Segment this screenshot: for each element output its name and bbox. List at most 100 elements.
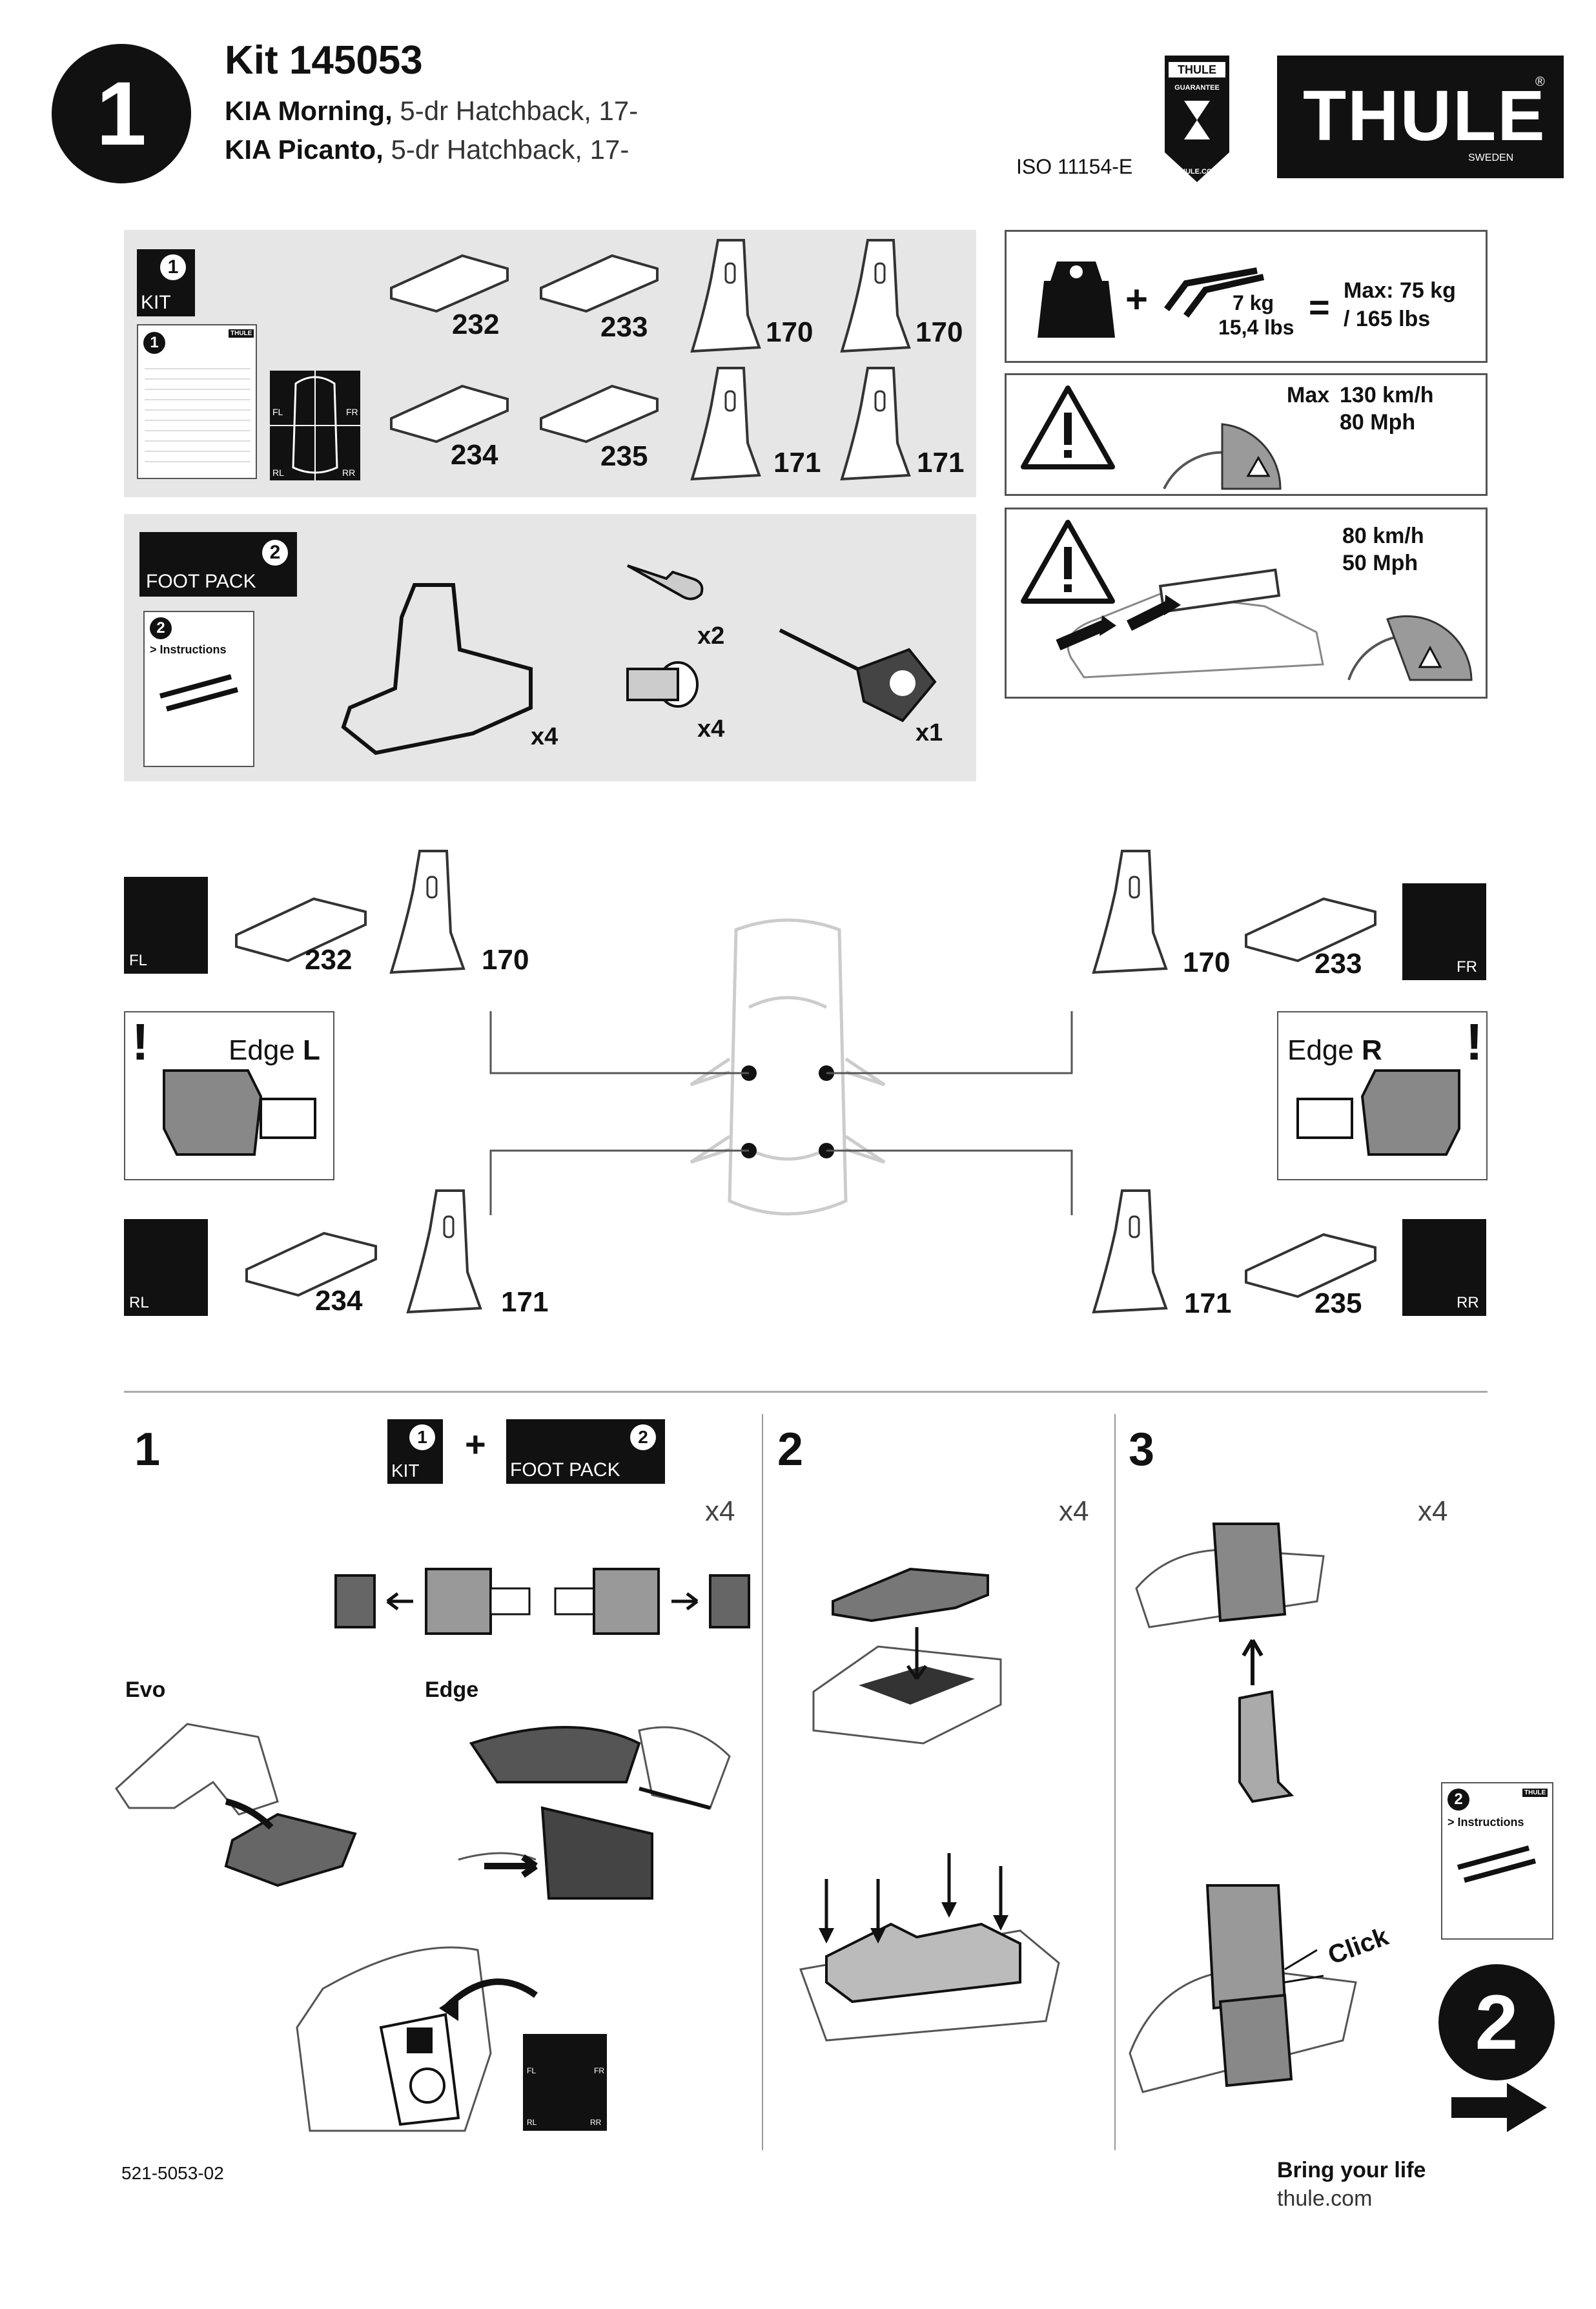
kit-box: 1 KIT (387, 1419, 443, 1484)
edge-side: R (1362, 1034, 1382, 1066)
roof-bars-icon (1164, 267, 1265, 318)
edge-cap-illustration (458, 1726, 731, 1900)
roof-bars-icon (159, 674, 239, 712)
edge-left-label: Edge L (229, 1034, 320, 1067)
lock-qty: x4 (697, 715, 725, 743)
plus-sign: + (465, 1424, 486, 1464)
speedometer-icon (1347, 615, 1473, 681)
pos-label-rr: RR (342, 467, 356, 478)
kit-box-number: 1 (160, 254, 186, 280)
edge-side: L (303, 1034, 320, 1066)
guarantee-label: GUARANTEE (1174, 84, 1220, 92)
car-top-view-icon (270, 371, 360, 480)
website[interactable]: thule.com (1277, 2186, 1373, 2211)
pos-label-fr: FR (346, 407, 358, 417)
pad-233-icon (1245, 897, 1376, 963)
loaded-speed-kmh: 80 km/h (1342, 524, 1424, 548)
vehicle-model: KIA Picanto, (225, 134, 384, 165)
thule-logo-wordmark: THULE (1303, 76, 1546, 156)
step-badge: 1 (52, 44, 191, 183)
thule-logo-sub: SWEDEN (1468, 152, 1514, 163)
pad-232-icon (235, 897, 367, 963)
kit-position-diagram: FL FR RL RR (270, 371, 360, 480)
edge-right-label: Edge R (1287, 1034, 1382, 1067)
foot-171-number: 171 (1184, 1288, 1232, 1319)
pad-235-icon (1245, 1233, 1376, 1298)
car-with-load-icon (1056, 568, 1324, 679)
roof-bars-icon (1457, 1845, 1537, 1883)
step-2-number: 2 (777, 1424, 804, 1475)
foot-outline-icon (341, 583, 533, 755)
foot-171-icon (840, 367, 911, 481)
position-fr-badge: FR (1402, 883, 1486, 980)
max-load: Max: 75 kg (1344, 278, 1456, 303)
doc-title: > Instructions (150, 643, 227, 656)
next-step-number: 2 (1475, 1979, 1519, 2066)
position-label: RL (129, 1294, 149, 1311)
doc-illustration (145, 362, 251, 471)
doc-title: > Instructions (1448, 1816, 1524, 1829)
pos-label-rr: RR (590, 2118, 602, 2127)
load-capacity-box: + 7 kg 15,4 lbs = Max: 75 kg / 165 lbs (1005, 230, 1488, 363)
quantity-label: x4 (705, 1495, 735, 1527)
foot-170-number: 170 (1183, 947, 1231, 978)
next-page-arrow-icon[interactable] (1449, 2080, 1550, 2135)
pad-insertion-illustration (812, 1567, 1002, 1745)
doc-number-badge: 1 (143, 332, 165, 354)
position-rl-badge: RL (124, 1219, 208, 1316)
guarantee-brand: THULE (1178, 63, 1216, 76)
edge-left-box: ! Edge L (124, 1011, 334, 1180)
position-rr-badge: RR (1402, 1219, 1486, 1316)
vehicle-model: KIA Morning, (225, 96, 393, 126)
foot-pack-box: 2 FOOT PACK (506, 1419, 665, 1484)
pad-232-icon (390, 254, 509, 313)
weight-icon (1038, 262, 1115, 338)
guarantee-site: THULE.COM (1176, 168, 1218, 176)
speed-prefix: Max (1287, 383, 1330, 407)
vehicle-body: 5-dr Hatchback, 17- (392, 96, 639, 126)
speedometer-icon (1163, 423, 1282, 490)
pos-label-rl: RL (272, 467, 284, 478)
pad-235-icon (540, 384, 659, 444)
foot-170-number: 170 (916, 316, 963, 348)
kit-box-label: KIT (391, 1461, 420, 1481)
pos-label-fl: FL (527, 2066, 537, 2075)
foot-170-number: 170 (482, 944, 529, 976)
lock-cylinder-icon (626, 661, 699, 708)
bar-weight: 7 kg (1233, 291, 1274, 314)
foot-171-number: 171 (501, 1286, 549, 1318)
pad-234-number: 234 (315, 1285, 363, 1317)
bar-weight-lbs: 15,4 lbs (1218, 316, 1294, 339)
step-divider (762, 1414, 763, 2150)
foot-qty: x4 (531, 723, 558, 750)
kit-instructions-doc: 1 THULE (137, 324, 257, 479)
doc-brand: THULE (1522, 1789, 1548, 1797)
foot-171-icon (406, 1189, 482, 1314)
foot-171-number: 171 (773, 447, 821, 478)
pos-label-fl: FL (272, 407, 283, 417)
quantity-label: x4 (1418, 1495, 1448, 1527)
warning-icon (1021, 520, 1115, 604)
pad-seating-illustration (799, 1853, 1060, 2042)
kit-contents-panel: 1 KIT 1 THULE FL FR RL RR 232 233 234 23… (124, 230, 976, 497)
tagline: Bring your life (1277, 2158, 1426, 2182)
load-plus: + (1125, 278, 1149, 321)
label-position-diagram: FL FR RL RR (523, 2034, 607, 2131)
pos-label-fr: FR (594, 2066, 604, 2075)
foot-pack-box: 2 FOOT PACK (139, 532, 297, 597)
foot-click-illustration (1129, 1884, 1357, 2093)
foot-170-icon (840, 239, 911, 353)
next-step-badge: 2 (1438, 1964, 1555, 2080)
doc-number-badge: 2 (1448, 1789, 1469, 1811)
vehicle-line-1: KIA Morning, 5-dr Hatchback, 17- (225, 96, 638, 127)
foot-170-icon (690, 239, 761, 353)
edge-word: Edge (1287, 1034, 1354, 1066)
quantity-label: x4 (1059, 1495, 1089, 1527)
edge-label: Edge (425, 1678, 479, 1702)
vehicle-line-2: KIA Picanto, 5-dr Hatchback, 17- (225, 134, 629, 165)
loaded-speed-mph: 50 Mph (1342, 551, 1418, 575)
edge-right-box: ! Edge R (1277, 1011, 1488, 1180)
kit-box-number: 1 (409, 1424, 435, 1450)
pad-235-number: 235 (600, 440, 648, 472)
